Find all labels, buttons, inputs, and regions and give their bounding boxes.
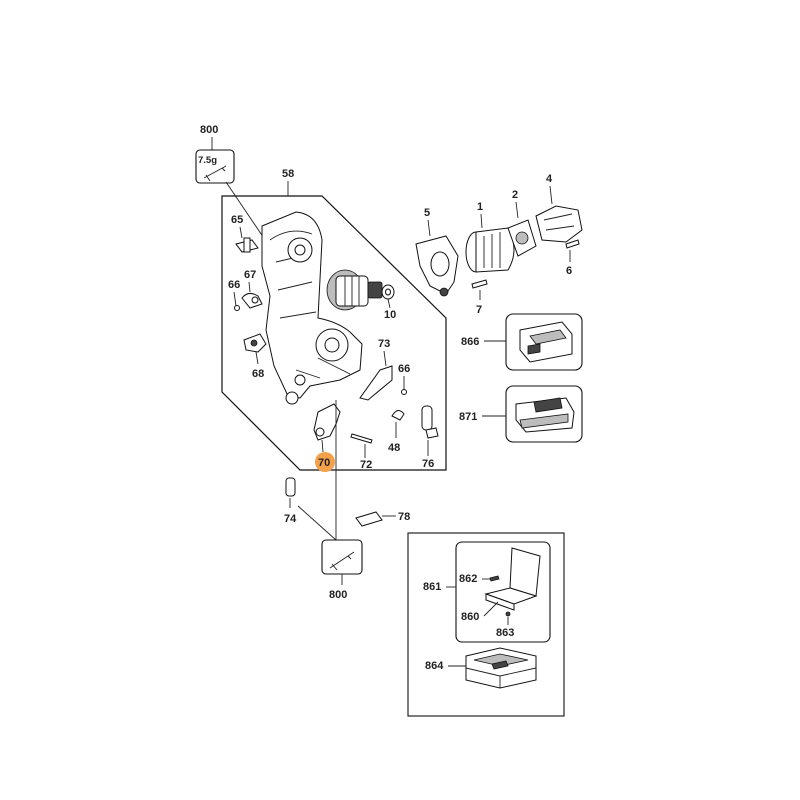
- part-2-brush-plate[interactable]: 2: [507, 189, 537, 257]
- part-860-insert[interactable]: 860: [461, 601, 499, 623]
- callout-7: 7: [476, 304, 482, 316]
- part-7-screw[interactable]: 7: [471, 279, 488, 316]
- part-65-latch[interactable]: 65: [231, 214, 259, 253]
- callout-66-b: 66: [398, 363, 410, 375]
- grease-packet-bottom[interactable]: 800: [297, 400, 363, 601]
- leader-line: [297, 505, 337, 541]
- part-78-plate[interactable]: 78: [355, 511, 410, 527]
- callout-800-bottom: 800: [329, 589, 347, 601]
- part-862-bit[interactable]: 862: [459, 573, 500, 585]
- part-48-clip[interactable]: 48: [388, 410, 405, 454]
- housing-outline-box: [221, 195, 447, 471]
- part-74-plunger[interactable]: 74: [284, 477, 297, 525]
- part-10-washer[interactable]: 10: [381, 284, 396, 321]
- part-864-kit-case[interactable]: 864: [425, 647, 537, 689]
- part-5-motor-end-cap[interactable]: 5: [415, 207, 459, 297]
- part-72-pin[interactable]: 72: [350, 433, 373, 471]
- accessory-kit-box: [407, 532, 565, 717]
- callout-65: 65: [231, 214, 243, 226]
- callout-78: 78: [398, 511, 410, 523]
- part-1-magnet-housing[interactable]: 1: [465, 201, 515, 273]
- callout-68: 68: [252, 368, 264, 380]
- callout-1: 1: [477, 201, 483, 213]
- callout-58: 58: [282, 168, 294, 180]
- part-861-case[interactable]: 861: [423, 547, 541, 611]
- callout-72: 72: [360, 459, 372, 471]
- housing-assembly-group: 58: [221, 168, 447, 471]
- part-863-bit-holder[interactable]: 863: [496, 611, 514, 639]
- callout-861: 861: [423, 581, 441, 593]
- callout-5: 5: [424, 207, 430, 219]
- callout-48: 48: [388, 442, 400, 454]
- gear-housing[interactable]: [261, 211, 383, 405]
- highlight-marker: [315, 452, 335, 472]
- part-866-battery[interactable]: 866: [461, 313, 583, 371]
- callout-862: 862: [459, 573, 477, 585]
- callout-863: 863: [496, 627, 514, 639]
- part-66-pin[interactable]: 66: [228, 279, 240, 311]
- callout-67: 67: [244, 269, 256, 281]
- part-70-trigger[interactable]: 70: [313, 403, 341, 472]
- callout-871: 871: [459, 411, 477, 423]
- callout-800-top: 800: [200, 124, 218, 136]
- part-871-charger[interactable]: 871: [459, 385, 583, 443]
- callout-864: 864: [425, 660, 444, 672]
- callout-70: 70: [318, 457, 330, 469]
- callout-2: 2: [512, 189, 518, 201]
- part-6-screw[interactable]: 6: [565, 239, 580, 277]
- callout-4: 4: [546, 173, 553, 185]
- callout-73: 73: [378, 338, 390, 350]
- part-66-pin-b[interactable]: 66: [398, 363, 410, 395]
- grease-weight-label: 7.5g: [198, 155, 217, 166]
- callout-66: 66: [228, 279, 240, 291]
- part-73-lever[interactable]: 73: [359, 338, 393, 401]
- callout-860: 860: [461, 611, 479, 623]
- callout-6: 6: [566, 265, 572, 277]
- part-4-motor-cover[interactable]: 4: [535, 173, 583, 243]
- part-76-switch-lever[interactable]: 76: [421, 405, 439, 470]
- part-68-bracket[interactable]: 68: [243, 333, 267, 380]
- callout-76: 76: [422, 458, 434, 470]
- callout-74: 74: [284, 513, 297, 525]
- callout-10: 10: [384, 309, 396, 321]
- callout-866: 866: [461, 336, 479, 348]
- part-67-spring-clip[interactable]: 67: [241, 269, 263, 309]
